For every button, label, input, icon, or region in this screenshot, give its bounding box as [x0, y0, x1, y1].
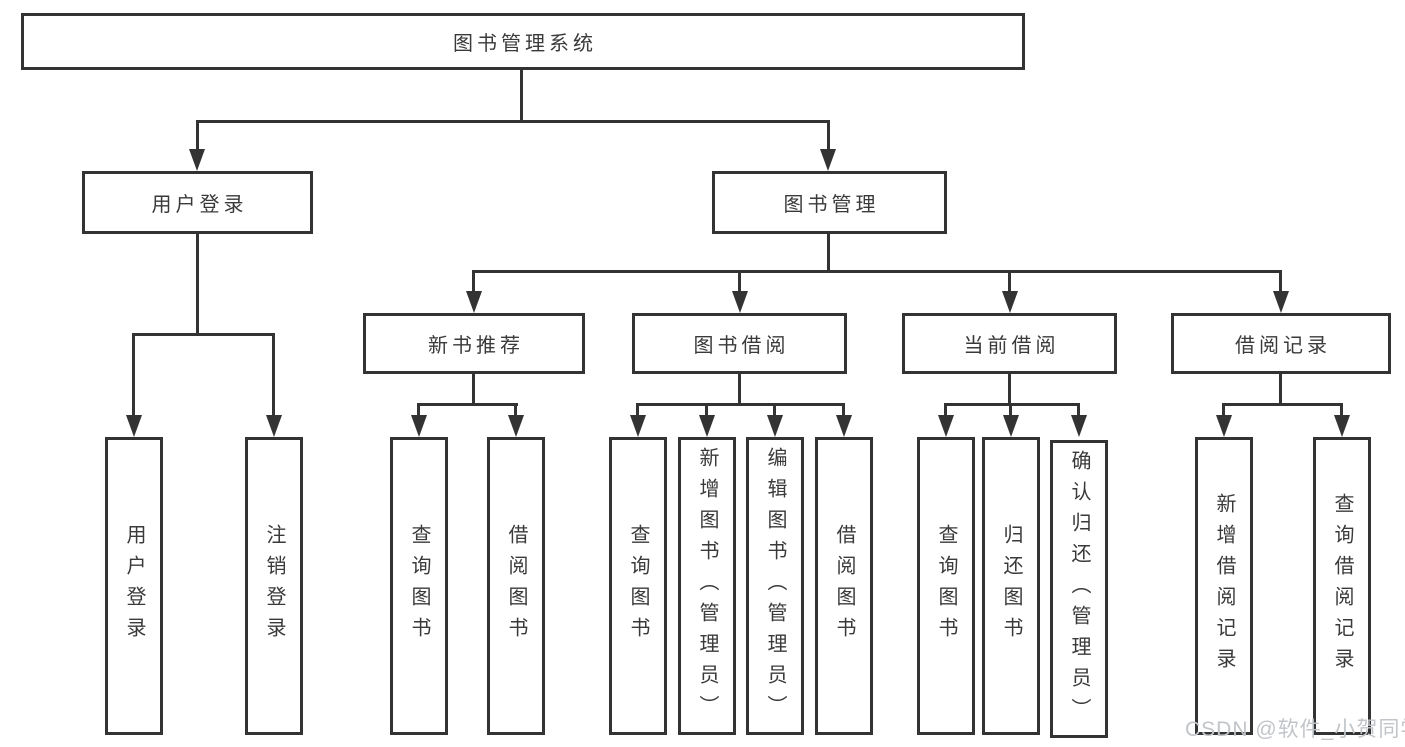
- leaf-query-books: 查询图书: [917, 437, 975, 735]
- node-label: 新增借阅记录: [1213, 493, 1235, 679]
- connector-vline: [472, 374, 475, 403]
- node-book-management: 图书管理: [712, 171, 947, 234]
- connector-hline: [1222, 403, 1342, 406]
- connector-vline: [827, 120, 830, 152]
- connector-hline: [133, 333, 275, 336]
- node-label: 查询图书: [935, 524, 957, 648]
- connector-vline: [132, 333, 135, 417]
- connector-hline: [196, 120, 830, 123]
- node-label: 借阅记录: [1235, 335, 1331, 357]
- leaf-borrow-books: 借阅图书: [815, 437, 873, 735]
- node-label: 图书管理: [783, 194, 880, 216]
- arrow-down-icon: [767, 415, 783, 437]
- node-label: 确认归还（管理员）: [1068, 449, 1090, 729]
- connector-vline: [272, 333, 275, 417]
- node-label: 查询图书: [627, 524, 649, 648]
- connector-vline: [1008, 374, 1011, 403]
- connector-vline: [1008, 270, 1011, 295]
- node-label: 图书管理系统: [453, 33, 597, 55]
- connector-hline: [636, 403, 845, 406]
- leaf-return-books: 归还图书: [982, 437, 1040, 735]
- node-label: 借阅图书: [505, 524, 527, 648]
- node-label: 用户登录: [123, 524, 145, 648]
- arrow-down-icon: [266, 415, 282, 437]
- leaf-add-books-admin: 新增图书（管理员）: [678, 437, 736, 735]
- arrow-down-icon: [1216, 415, 1232, 437]
- connector-hline: [944, 403, 1080, 406]
- arrow-down-icon: [1273, 291, 1289, 313]
- node-label: 用户登录: [151, 194, 248, 216]
- connector-hline: [472, 270, 1282, 273]
- connector-vline: [1279, 374, 1282, 403]
- connector-vline: [1009, 403, 1012, 418]
- arrow-down-icon: [1003, 415, 1019, 437]
- connector-vline: [1340, 403, 1343, 418]
- leaf-query-books: 查询图书: [390, 437, 448, 735]
- connector-vline: [1279, 270, 1282, 295]
- connector-vline: [514, 403, 517, 418]
- node-borrow-records: 借阅记录: [1171, 313, 1391, 374]
- node-current-borrow: 当前借阅: [902, 313, 1117, 374]
- connector-vline: [773, 403, 776, 418]
- arrow-down-icon: [1002, 291, 1018, 313]
- arrow-down-icon: [1071, 415, 1087, 437]
- connector-vline: [417, 403, 420, 418]
- node-label: 新书推荐: [428, 335, 524, 357]
- csdn-watermark: CSDN @软件_小贺同学: [1185, 718, 1405, 741]
- leaf-logout: 注销登录: [245, 437, 303, 735]
- node-label: 图书借阅: [693, 335, 790, 357]
- node-user-login: 用户登录: [82, 171, 313, 234]
- arrow-down-icon: [126, 415, 142, 437]
- connector-vline: [520, 70, 523, 120]
- leaf-query-books: 查询图书: [609, 437, 667, 735]
- node-label: 归还图书: [1000, 524, 1022, 648]
- node-label: 查询图书: [408, 524, 430, 648]
- node-new-book-recommend: 新书推荐: [363, 313, 585, 374]
- node-label: 新增图书（管理员）: [696, 446, 718, 726]
- connector-vline: [196, 120, 199, 152]
- connector-vline: [842, 403, 845, 418]
- leaf-query-borrow-record: 查询借阅记录: [1313, 437, 1371, 735]
- leaf-borrow-books: 借阅图书: [487, 437, 545, 735]
- arrow-down-icon: [466, 291, 482, 313]
- node-label: 注销登录: [263, 524, 285, 648]
- arrow-down-icon: [732, 291, 748, 313]
- connector-vline: [738, 374, 741, 403]
- leaf-user-login: 用户登录: [105, 437, 163, 735]
- node-label: 查询借阅记录: [1331, 493, 1353, 679]
- arrow-down-icon: [411, 415, 427, 437]
- connector-vline: [738, 270, 741, 295]
- arrow-down-icon: [938, 415, 954, 437]
- arrow-down-icon: [836, 415, 852, 437]
- connector-vline: [944, 403, 947, 418]
- node-root: 图书管理系统: [21, 13, 1025, 70]
- arrow-down-icon: [630, 415, 646, 437]
- leaf-confirm-return-admin: 确认归还（管理员）: [1050, 440, 1108, 738]
- connector-vline: [636, 403, 639, 418]
- node-book-borrow: 图书借阅: [632, 313, 847, 374]
- arrow-down-icon: [1334, 415, 1350, 437]
- node-label: 借阅图书: [833, 524, 855, 648]
- node-label: 当前借阅: [963, 335, 1060, 357]
- connector-hline: [418, 403, 518, 406]
- connector-vline: [827, 234, 830, 272]
- arrow-down-icon: [699, 415, 715, 437]
- leaf-edit-books-admin: 编辑图书（管理员）: [746, 437, 804, 735]
- connector-vline: [1077, 403, 1080, 418]
- connector-vline: [472, 270, 475, 295]
- arrow-down-icon: [820, 149, 836, 171]
- arrow-down-icon: [189, 149, 205, 171]
- arrow-down-icon: [508, 415, 524, 437]
- node-label: 编辑图书（管理员）: [764, 446, 786, 726]
- leaf-add-borrow-record: 新增借阅记录: [1195, 437, 1253, 735]
- connector-vline: [705, 403, 708, 418]
- connector-vline: [196, 234, 199, 333]
- connector-vline: [1222, 403, 1225, 418]
